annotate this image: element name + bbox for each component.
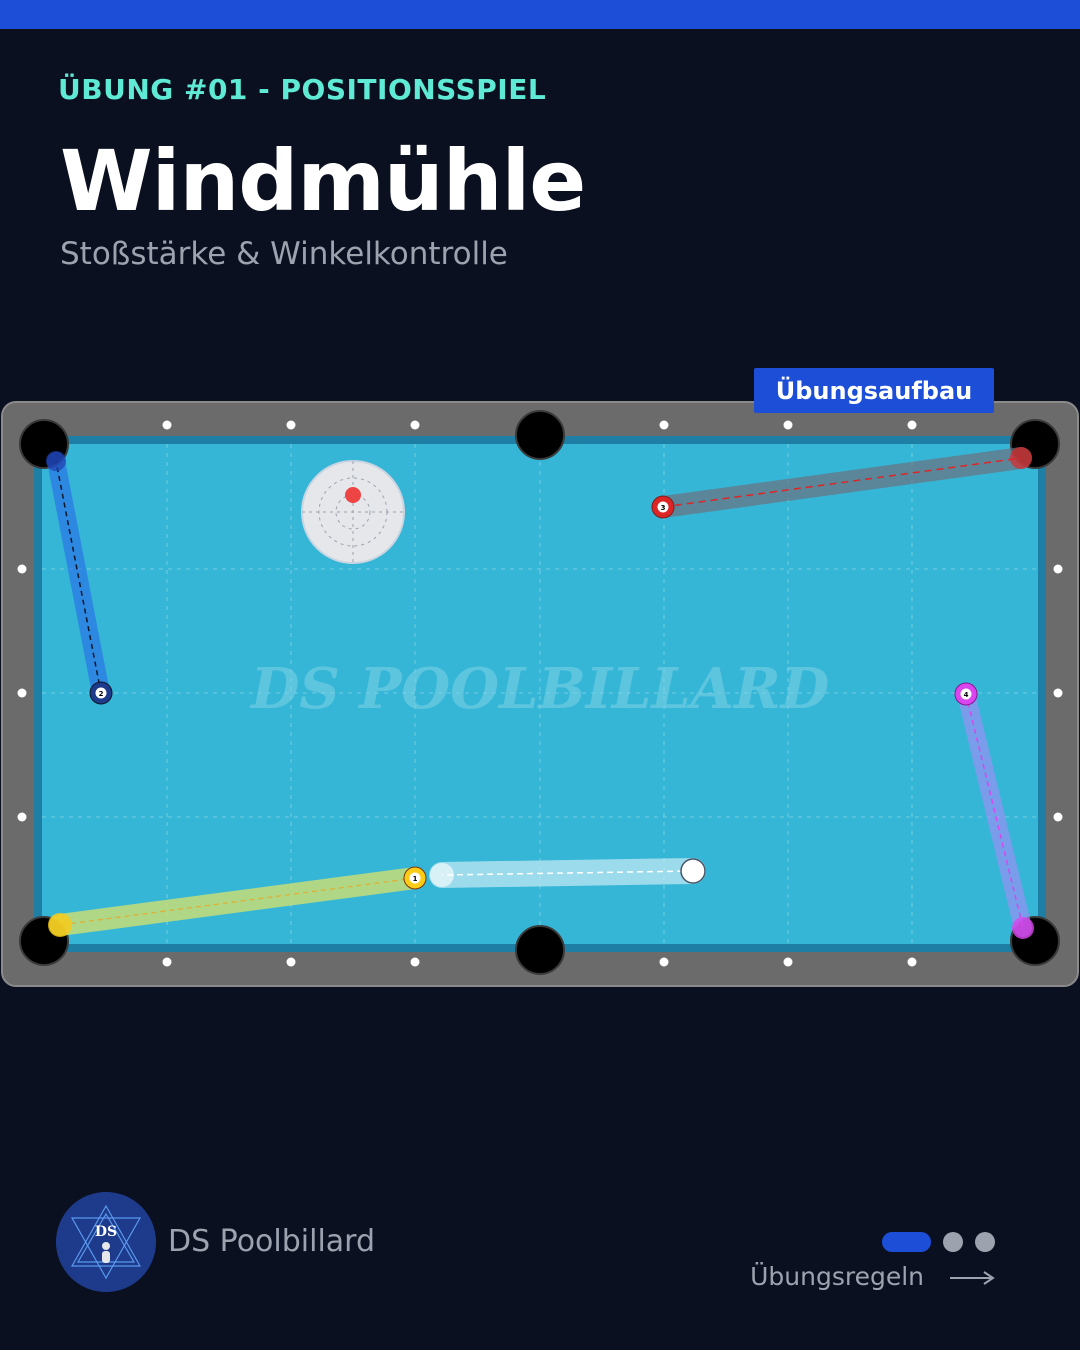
ball-4: 4 [954,682,978,706]
pagination-dot-active[interactable] [882,1232,931,1252]
pagination-dot-3[interactable] [975,1232,995,1252]
pagination-dot-2[interactable] [943,1232,963,1252]
pagination-dots [882,1232,996,1252]
setup-badge: Übungsaufbau [754,368,994,413]
path-ball-3 [652,447,1032,518]
ball-2: 2 [89,681,113,705]
exercise-kicker: ÜBUNG #01 - POSITIONSSPIEL [58,73,547,106]
path-ball-1 [48,867,426,937]
top-accent-bar [0,0,1080,29]
ball-1-number: 1 [413,875,418,883]
page-subtitle: Stoßstärke & Winkelkontrolle [60,236,508,272]
ball-3: 3 [651,495,675,519]
table-grid [42,444,1038,944]
ball-1: 1 [403,866,427,890]
path-ball-2 [46,451,110,702]
ball-4-number: 4 [964,691,969,699]
arrow-right-icon[interactable] [948,1270,996,1286]
pool-table-diagram: DS POOLBILLARD [0,368,1080,988]
ball-2-number: 2 [99,690,104,698]
rail-diamonds [17,420,1063,967]
path-ball-4 [957,685,1034,939]
brand-logo: DS [56,1192,156,1292]
watermark-text: DS POOLBILLARD [249,656,830,722]
cue-ball [680,858,706,884]
cue-tip-target [301,460,405,564]
page-title: Windmühle [60,132,586,230]
next-page-label[interactable]: Übungsregeln [750,1262,924,1291]
brand-logo-text: DS [95,1224,117,1240]
pool-table-svg: DS POOLBILLARD [1,401,1079,987]
brand-name: DS Poolbillard [168,1224,376,1259]
ball-3-number: 3 [661,504,666,512]
path-cue-ball [429,858,706,888]
